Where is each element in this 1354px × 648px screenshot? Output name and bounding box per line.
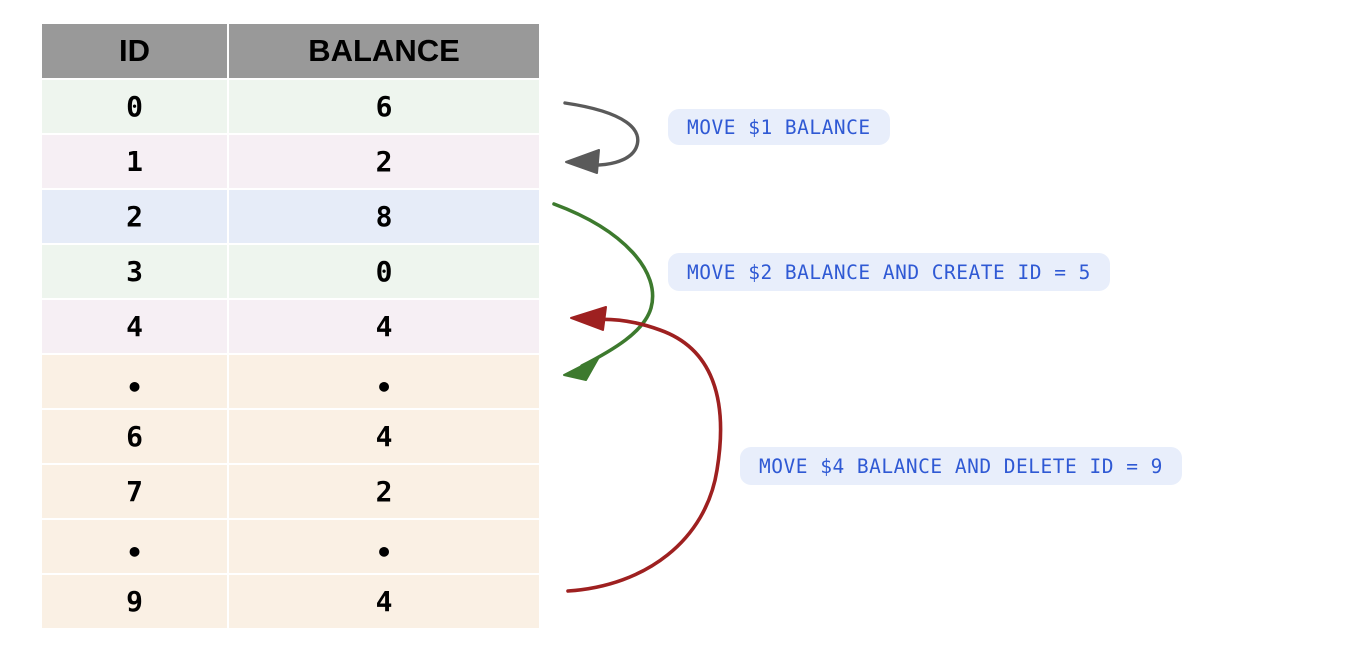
balance-table: ID BALANCE 0 6 1 2 2 8 3 0: [42, 24, 539, 628]
cell-id: •: [42, 520, 227, 573]
table-row-ellipsis: • •: [42, 355, 539, 408]
cell-balance: 2: [229, 465, 539, 518]
cell-id: 1: [42, 135, 227, 188]
cell-id: 4: [42, 300, 227, 353]
table-row-ellipsis: • •: [42, 520, 539, 573]
cell-id: 7: [42, 465, 227, 518]
table-row: 4 4: [42, 300, 539, 353]
cell-id-value: 7: [126, 474, 143, 508]
cell-balance: 6: [229, 80, 539, 133]
cell-balance-value: 4: [375, 419, 393, 453]
table-header-row: ID BALANCE: [42, 24, 539, 78]
table-row: 6 4: [42, 410, 539, 463]
arrow-move-2-balance: [552, 202, 655, 381]
cell-balance-value: 8: [375, 199, 393, 233]
arrow-move-1-balance: [563, 101, 640, 174]
annotation-label-move-2: MOVE $2 BALANCE AND CREATE ID = 5: [668, 253, 1110, 291]
cell-id-value: 4: [126, 309, 143, 343]
cell-id: •: [42, 355, 227, 408]
table-row: 0 6: [42, 80, 539, 133]
cell-id-value: 9: [126, 584, 143, 618]
cell-id: 9: [42, 575, 227, 628]
cell-id: 2: [42, 190, 227, 243]
column-header-balance-label: BALANCE: [308, 33, 460, 68]
cell-balance: 0: [229, 245, 539, 298]
column-header-id: ID: [42, 24, 227, 78]
cell-balance-value: •: [375, 370, 393, 404]
cell-balance-value: 4: [375, 309, 393, 343]
cell-balance-value: •: [375, 535, 393, 569]
cell-balance-value: 4: [375, 584, 393, 618]
cell-balance: 4: [229, 410, 539, 463]
table-row: 9 4: [42, 575, 539, 628]
cell-balance: •: [229, 355, 539, 408]
cell-id-value: 0: [126, 89, 143, 123]
arrow-move-4-balance: [566, 306, 723, 593]
cell-balance-value: 2: [375, 144, 393, 178]
cell-balance-value: 6: [375, 89, 393, 123]
cell-balance: 4: [229, 300, 539, 353]
cell-id-value: 6: [126, 419, 143, 453]
cell-id: 0: [42, 80, 227, 133]
table-row: 2 8: [42, 190, 539, 243]
cell-balance: 2: [229, 135, 539, 188]
table-row: 1 2: [42, 135, 539, 188]
cell-id-value: •: [126, 370, 143, 404]
cell-balance: •: [229, 520, 539, 573]
column-header-id-label: ID: [119, 33, 150, 68]
annotation-label-move-1: MOVE $1 BALANCE: [668, 109, 890, 145]
table-row: 7 2: [42, 465, 539, 518]
cell-balance-value: 2: [375, 474, 393, 508]
annotation-label-move-4: MOVE $4 BALANCE AND DELETE ID = 9: [740, 447, 1182, 485]
cell-balance: 4: [229, 575, 539, 628]
column-header-balance: BALANCE: [229, 24, 539, 78]
table-row: 3 0: [42, 245, 539, 298]
cell-id-value: 1: [126, 144, 143, 178]
cell-balance: 8: [229, 190, 539, 243]
cell-id-value: 3: [126, 254, 143, 288]
cell-id: 3: [42, 245, 227, 298]
cell-id-value: •: [126, 535, 143, 569]
cell-id-value: 2: [126, 199, 143, 233]
cell-balance-value: 0: [375, 254, 393, 288]
cell-id: 6: [42, 410, 227, 463]
